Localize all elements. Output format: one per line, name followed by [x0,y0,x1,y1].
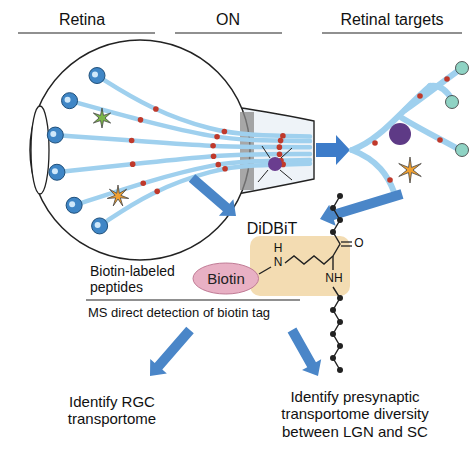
glia-process [258,170,268,182]
ellipse-shape [193,263,259,294]
rgc-soma [89,68,105,84]
peptide-label: Biotin-labeled peptides [90,263,186,295]
transported-cargo [130,161,136,167]
oligodendrocyte [268,157,282,171]
residue-bead [330,229,336,235]
target-axon [405,68,462,110]
atom-label: O [354,237,363,251]
transported-cargo [277,144,283,150]
region-heading: ON [216,11,240,29]
transported-cargo [387,177,393,183]
chemical-bond [285,256,333,264]
lamina-band [240,112,254,190]
transported-cargo [417,93,423,99]
residue-bead [337,367,343,373]
chemical-bond [333,196,340,256]
transported-cargo [222,129,228,135]
outcome-text: Identify presynaptic transportome divers… [271,388,439,440]
residue-bead [337,295,343,301]
atom-label: N [274,256,283,270]
method-note: MS direct detection of biotin tag [88,306,270,321]
header-rule [322,32,462,33]
chemical-bond [332,256,333,270]
residue-bead [330,307,336,313]
glia-process [281,148,292,158]
rgc-nucleus [65,97,71,103]
method-name: DiDBiT [247,220,298,238]
rgc-nucleus [69,201,75,207]
transported-cargo [211,153,217,159]
node-text: Biotin [207,270,245,287]
rgc-axon [57,154,310,172]
rgc-axon [100,164,310,226]
glia-process [262,146,270,158]
tag-ellipse: Biotin [193,263,259,294]
rgc-nucleus [92,72,98,78]
header-rule [175,32,282,33]
transported-cargo [278,138,284,144]
transported-cargo [277,151,283,157]
rgc-nucleus [50,131,56,137]
target-neuron [389,123,411,145]
astrocyte [93,108,110,128]
transported-cargo [372,140,378,146]
eyeball [30,40,250,260]
rgc-soma [47,127,63,143]
atom-label: H [274,242,283,256]
transported-cargo [222,166,228,172]
process-arrow [320,189,403,226]
rgc-axon [97,76,310,137]
rgc-soma [49,164,65,180]
chemical-bond [259,267,271,274]
rgc-soma [62,93,78,109]
separator-rule [86,299,300,300]
transported-cargo [210,143,216,149]
residue-bead [337,193,343,199]
rgc-nucleus [52,168,58,174]
header-rule [18,32,155,33]
transported-cargo [153,106,159,112]
transported-cargo [444,76,450,82]
double-bond [341,245,352,246]
residue-bead [330,355,336,361]
rgc-axon [70,101,310,141]
rgc-soma [66,197,82,213]
atom-label: NH [325,272,342,286]
postsynaptic-target [456,144,469,157]
outcome-text: Identify RGC transportome [47,393,177,428]
process-arrow [189,174,236,216]
process-arrow [288,328,322,376]
transported-cargo [129,138,135,144]
flow-arrow [316,135,350,165]
transported-cargo [140,180,146,186]
residue-bead [337,217,343,223]
rgc-nucleus [95,222,101,228]
residue-bead [330,205,336,211]
residue-bead [337,319,343,325]
rgc-soma [92,218,108,234]
target-axon [352,150,394,192]
transported-cargo [138,117,144,123]
lens [31,106,49,194]
region-heading: Retina [59,11,105,29]
transported-cargo [216,162,222,168]
transported-cargo [154,189,160,195]
target-axon [352,86,430,150]
rgc-axon [55,135,310,147]
muller-glia [107,185,128,206]
region-heading: Retinal targets [340,11,443,29]
target-glia [399,157,422,183]
postsynaptic-target [446,96,459,109]
transported-cargo [437,137,443,143]
process-arrow [150,327,194,376]
transported-cargo [214,134,220,140]
lysine-highlight [250,236,350,296]
postsynaptic-target [456,62,469,75]
residue-bead [337,343,343,349]
double-bond [341,241,352,242]
residue-bead [330,331,336,337]
glia-process [280,170,292,180]
